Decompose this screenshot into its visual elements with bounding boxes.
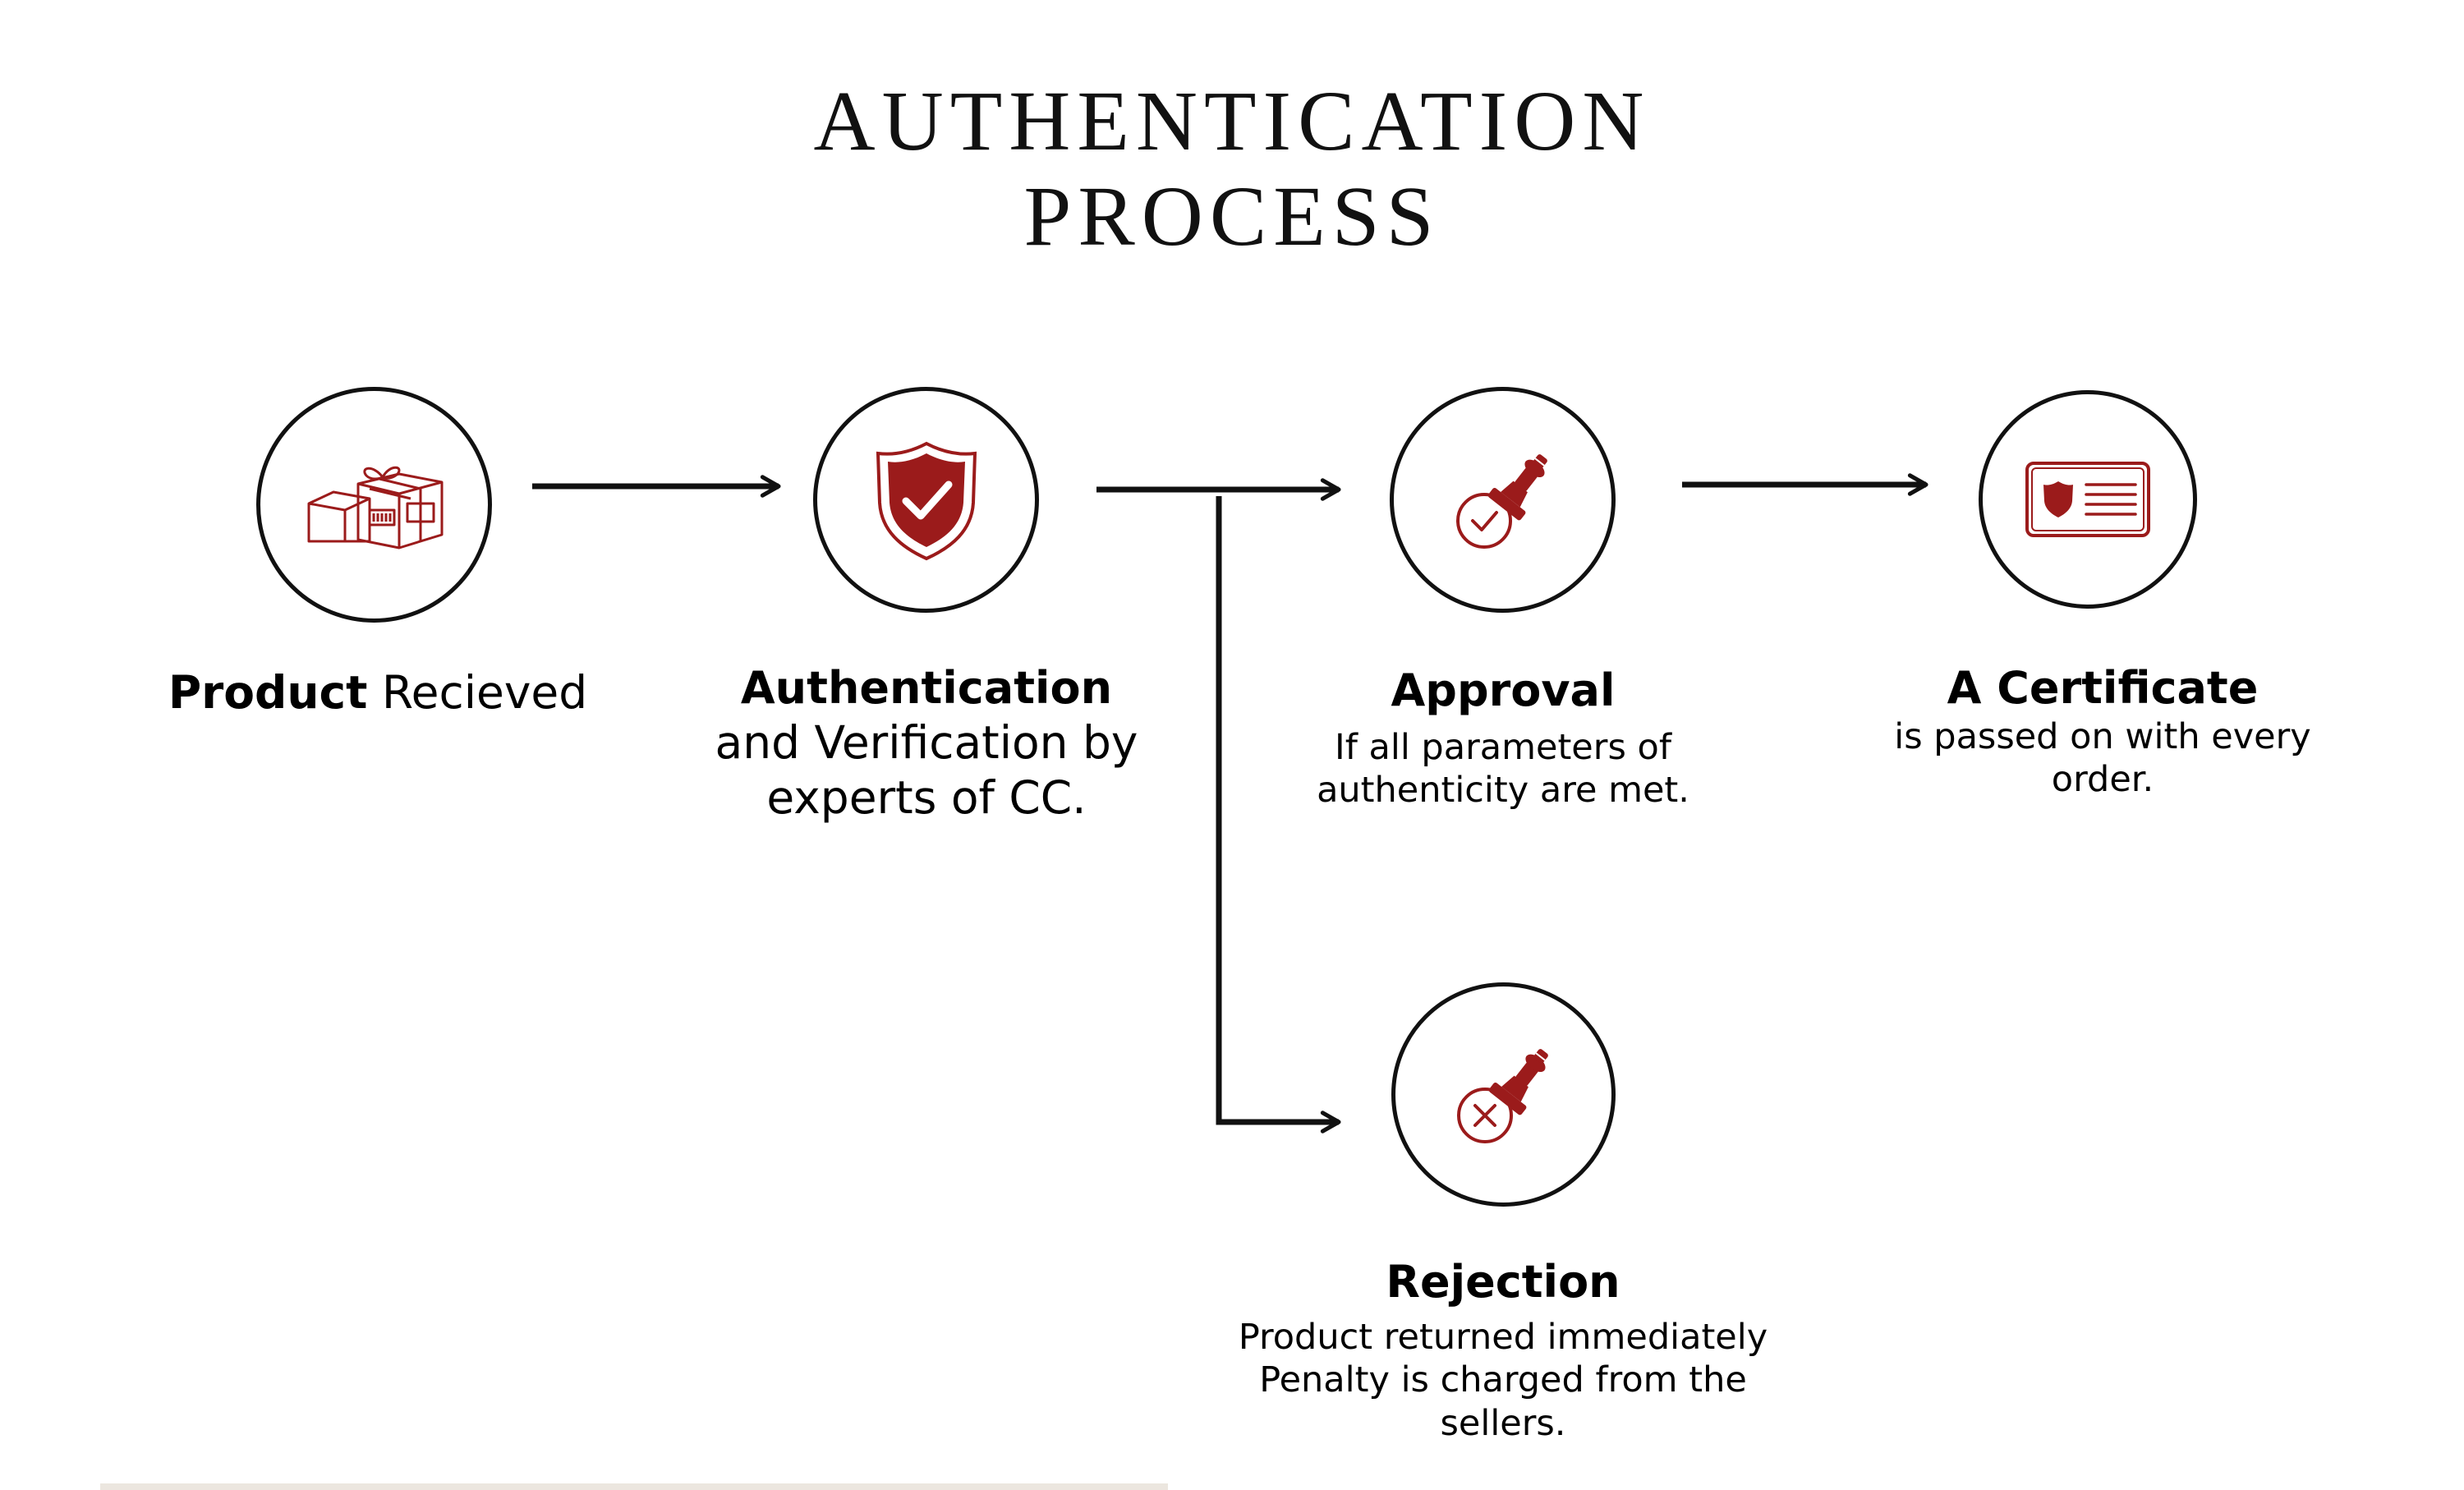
step-circle-approval xyxy=(1390,387,1616,613)
step-label-certificate: A Certificate is passed on with every or… xyxy=(1864,661,2341,802)
rejection-stamp-icon xyxy=(1456,1048,1548,1143)
certificate-card-icon xyxy=(2025,462,2150,537)
step-title-approval: Approval xyxy=(1391,665,1616,716)
step-label-authentication: Authentication and Verification by exper… xyxy=(672,661,1181,825)
parcel-icon xyxy=(307,466,443,549)
step-desc-certificate-line-1: is passed on with every xyxy=(1894,715,2311,757)
step-desc-approval-line-2: authenticity are met. xyxy=(1317,770,1689,812)
step-desc-rejection-line-1: Product returned immediately xyxy=(1238,1316,1768,1358)
step-desc-rejection-line-3: sellers. xyxy=(1440,1402,1566,1444)
step-desc-approval-line-1: If all parameters of xyxy=(1335,726,1671,768)
bottom-image-edge xyxy=(100,1483,1168,1490)
arrow-authentication-to-rejection xyxy=(1216,496,1341,1134)
step-circle-authentication xyxy=(813,387,1039,613)
step-title-authentication: Authentication xyxy=(740,662,1113,714)
step-desc-certificate-line-2: order. xyxy=(2051,759,2154,801)
step-circle-certificate xyxy=(1979,390,2197,609)
diagram-title-line-1: AUTHENTICATION xyxy=(813,74,1651,168)
step-title-product: Product xyxy=(168,666,368,719)
step-circle-rejection xyxy=(1391,982,1616,1207)
step-circle-product-received xyxy=(256,387,492,623)
diagram-title-line-2: PROCESS xyxy=(1023,169,1441,264)
step-title-certificate: A Certificate xyxy=(1947,662,2259,714)
shield-check-icon xyxy=(876,441,977,560)
step-desc-authentication-line-1: and Verification by xyxy=(715,715,1138,769)
step-label-product-received: Product Recieved xyxy=(131,665,624,720)
step-desc-rejection-line-2: Penalty is charged from the xyxy=(1259,1359,1747,1401)
step-title-received: Recieved xyxy=(367,666,588,719)
approval-stamp-icon xyxy=(1455,453,1547,549)
step-title-rejection: Rejection xyxy=(1386,1256,1620,1308)
step-label-approval: Approval If all parameters of authentici… xyxy=(1257,664,1749,812)
step-desc-authentication-line-2: experts of CC. xyxy=(766,770,1087,824)
step-label-rejection: Rejection Product returned immediately P… xyxy=(1175,1255,1832,1445)
